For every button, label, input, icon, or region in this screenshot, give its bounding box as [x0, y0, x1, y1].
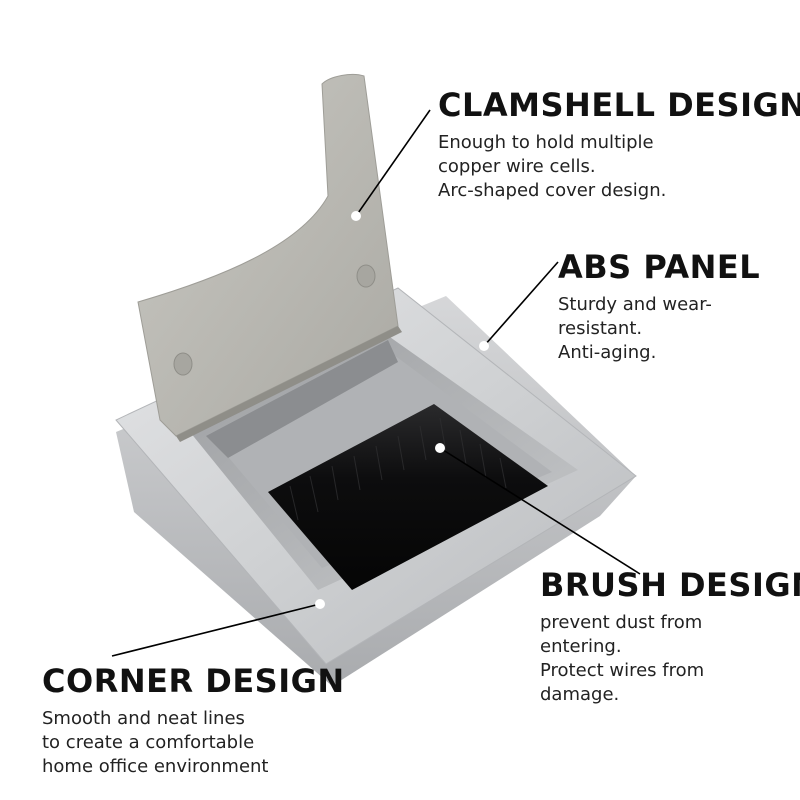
- callout-abs-panel: ABS PANEL Sturdy and wear- resistant. An…: [558, 248, 761, 365]
- lid-edge: [176, 326, 402, 442]
- callout-line: resistant.: [558, 318, 643, 340]
- callout-line: Smooth and neat lines: [42, 708, 245, 730]
- callout-title: CLAMSHELL DESIGN: [438, 86, 800, 124]
- callout-title: CORNER DESIGN: [42, 662, 345, 700]
- callout-line: prevent dust from: [540, 612, 703, 634]
- callout-line: copper wire cells.: [438, 156, 596, 178]
- pointer-clamshell: [355, 109, 431, 217]
- callout-line: Protect wires from: [540, 660, 705, 682]
- callout-line: to create a comfortable: [42, 732, 255, 754]
- lid-hinge-dot-right: [356, 264, 376, 288]
- callout-title: ABS PANEL: [558, 248, 761, 286]
- callout-title: BRUSH DESIGN: [540, 566, 800, 604]
- callout-brush: BRUSH DESIGN prevent dust from entering.…: [540, 566, 800, 707]
- callout-line: damage.: [540, 684, 620, 706]
- brush-strip: [268, 404, 548, 590]
- pointer-abs: [483, 261, 559, 347]
- brush-bristles: [289, 417, 507, 521]
- pointer-corner: [111, 603, 321, 657]
- pointer-lines: [111, 109, 641, 657]
- callout-clamshell: CLAMSHELL DESIGN Enough to hold multiple…: [438, 86, 800, 203]
- callout-line: entering.: [540, 636, 622, 658]
- callout-line: home office environment: [42, 756, 269, 778]
- callout-corner: CORNER DESIGN Smooth and neat lines to c…: [42, 662, 345, 779]
- pointer-brush: [439, 447, 641, 575]
- callout-line: Anti-aging.: [558, 342, 657, 364]
- callout-line: Enough to hold multiple: [438, 132, 654, 154]
- clamshell-lid: [137, 73, 399, 437]
- callout-line: Sturdy and wear-: [558, 294, 712, 316]
- inner-back-wall: [206, 340, 398, 458]
- lid-hinge-dot-left: [173, 352, 193, 376]
- callout-line: Arc-shaped cover design.: [438, 180, 667, 202]
